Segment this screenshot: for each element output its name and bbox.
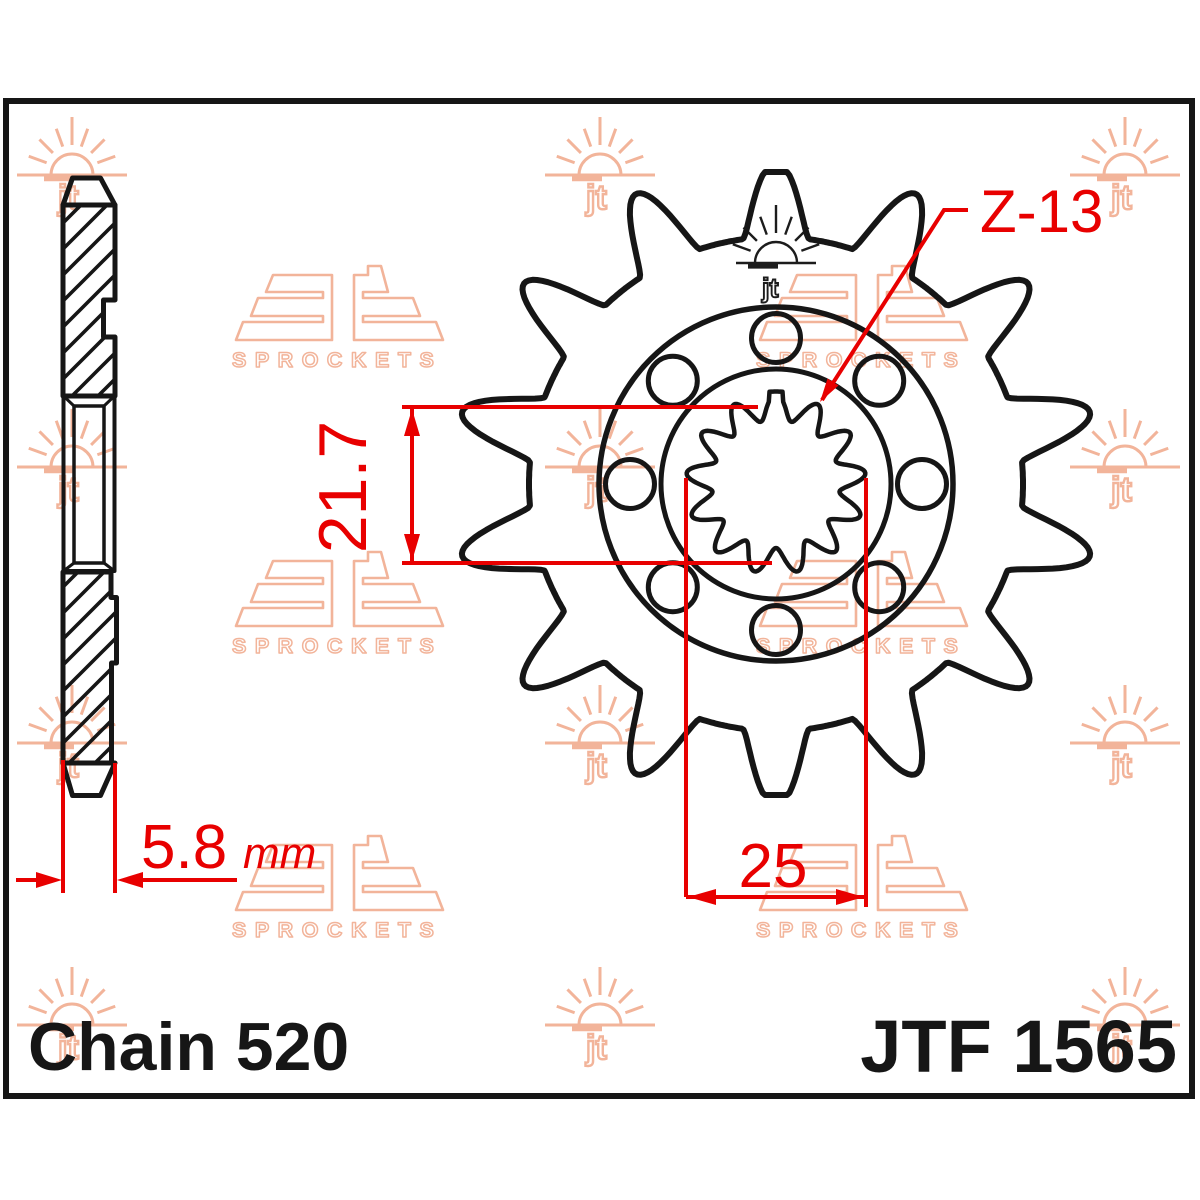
dim-5-8-arrow-right — [117, 872, 143, 888]
side-view-upper-body — [60, 202, 118, 399]
sprockets-wordmark: SPROCKETS — [232, 348, 442, 372]
jt-monogram: jt — [1110, 471, 1132, 509]
dim-21-7-arrow-up — [404, 409, 420, 436]
sprockets-wordmark: SPROCKETS — [232, 918, 442, 942]
side-view-chamfers — [62, 394, 116, 573]
jt-monogram: jt — [585, 471, 607, 509]
sprocket-teeth-outline — [458, 169, 1094, 798]
dim-5-8-label: 5.8 — [141, 813, 227, 882]
teeth-count-label: Z-13 — [980, 178, 1103, 245]
jt-monogram: jt — [761, 273, 779, 303]
sprockets-wordmark: SPROCKETS — [756, 918, 966, 942]
jt-monogram: jt — [585, 179, 607, 217]
bolt-hole — [749, 603, 803, 657]
bolt-hole — [749, 311, 803, 365]
jt-monogram: jt — [1110, 1029, 1132, 1067]
dim-25-arrow-right — [836, 889, 864, 905]
jt-monogram: jt — [57, 471, 79, 509]
side-view-lower-body — [60, 569, 119, 766]
jt-sprockets-logo: SPROCKETS — [231, 550, 445, 659]
jt-monogram: jt — [585, 1029, 607, 1067]
chain-size-label: Chain 520 — [28, 1009, 349, 1085]
teeth-leader-line — [820, 208, 968, 402]
part-number-label: JTF 1565 — [860, 1005, 1177, 1088]
jt-sun-stamp-dark: jt — [732, 205, 820, 304]
dimension-layer — [16, 208, 968, 907]
jt-sun-icon: jt — [545, 967, 655, 1068]
jt-sun-icon: jt — [17, 117, 127, 218]
jt-sun-icon-dark: jt — [732, 205, 820, 304]
hub-circle — [658, 366, 894, 602]
jt-monogram: jt — [57, 1029, 79, 1067]
drawing-frame — [3, 98, 1195, 1099]
dim-5-8-unit: mm — [243, 829, 316, 878]
jt-sprockets-logo: SPROCKETS — [755, 550, 969, 659]
dim-21-7-arrow-down — [404, 534, 420, 561]
jt-sun-icon: jt — [545, 685, 655, 786]
side-view-cross-section — [60, 175, 119, 798]
bolt-hole — [603, 457, 657, 511]
jt-sprockets-logo: SPROCKETS — [231, 834, 445, 943]
bolt-hole — [852, 560, 907, 615]
front-view-sprocket — [458, 169, 1094, 798]
dim-5-8-arrow-left — [36, 872, 62, 888]
dim-21-7-label: 21.7 — [305, 421, 381, 553]
bolt-ring-outer-circle — [596, 304, 956, 664]
dim-25-label: 25 — [739, 832, 808, 901]
spline-bore-profile — [684, 389, 868, 574]
jt-sprockets-logo: SPROCKETS — [755, 834, 969, 943]
jt-monogram: jt — [585, 747, 607, 785]
jt-monogram: jt — [1110, 747, 1132, 785]
side-view-bottom-tooth — [60, 760, 118, 798]
sprockets-wordmark: SPROCKETS — [756, 634, 966, 658]
bolt-hole — [895, 457, 949, 511]
jt-sprockets-logo: SPROCKETS — [231, 264, 445, 373]
jt-monogram: jt — [1110, 179, 1132, 217]
jt-sun-icon: jt — [1070, 409, 1180, 510]
jt-sun-icon: jt — [1070, 117, 1180, 218]
bolt-hole — [852, 353, 907, 408]
sprockets-wordmark: SPROCKETS — [232, 634, 442, 658]
jt-sun-icon: jt — [1070, 685, 1180, 786]
jt-sun-icon: jt — [545, 117, 655, 218]
jt-sun-icon: jt — [1070, 967, 1180, 1068]
teeth-leader-arrow — [820, 378, 839, 402]
dim-25-arrow-left — [688, 889, 716, 905]
jt-sun-icon: jt — [17, 967, 127, 1068]
